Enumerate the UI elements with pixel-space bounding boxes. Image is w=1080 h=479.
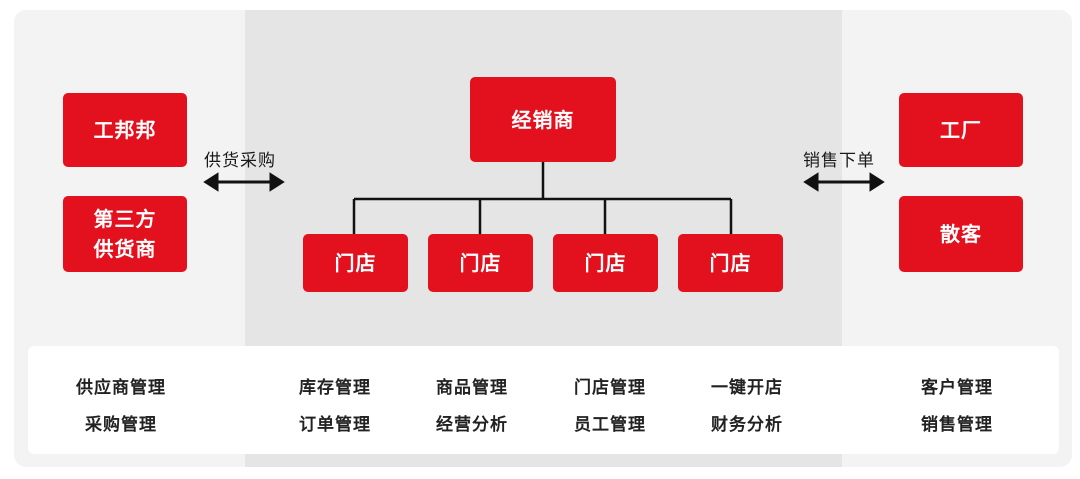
sales-order-label: 销售下单 — [803, 151, 875, 171]
feature-finance-analysis: 财务分析 — [711, 415, 783, 435]
feature-sales-management: 销售管理 — [921, 415, 993, 435]
gongbangbang-box: 工邦邦 — [63, 93, 187, 167]
store-box: 门店 — [678, 234, 783, 292]
feature-store-management: 门店管理 — [574, 378, 646, 398]
feature-inventory-management: 库存管理 — [299, 378, 371, 398]
feature-product-management: 商品管理 — [436, 378, 508, 398]
store-box: 门店 — [553, 234, 658, 292]
feature-customer-management: 客户管理 — [921, 378, 993, 398]
feature-one-click-open-store: 一键开店 — [711, 378, 783, 398]
feature-order-management: 订单管理 — [299, 415, 371, 435]
feature-purchase-management: 采购管理 — [85, 415, 157, 435]
supply-purchase-label: 供货采购 — [204, 151, 276, 171]
store-box: 门店 — [303, 234, 408, 292]
left-double-arrow — [203, 172, 285, 192]
tree-lines — [352, 162, 733, 234]
third-party-supplier-box: 第三方 供货商 — [63, 196, 187, 272]
retail-customer-box: 散客 — [899, 196, 1023, 272]
store-box: 门店 — [428, 234, 533, 292]
feature-supplier-management: 供应商管理 — [76, 378, 166, 398]
factory-box: 工厂 — [899, 93, 1023, 167]
right-double-arrow — [803, 172, 885, 192]
feature-staff-management: 员工管理 — [574, 415, 646, 435]
feature-panel — [28, 346, 1059, 454]
dealer-box: 经销商 — [470, 77, 616, 162]
feature-business-analysis: 经营分析 — [436, 415, 508, 435]
